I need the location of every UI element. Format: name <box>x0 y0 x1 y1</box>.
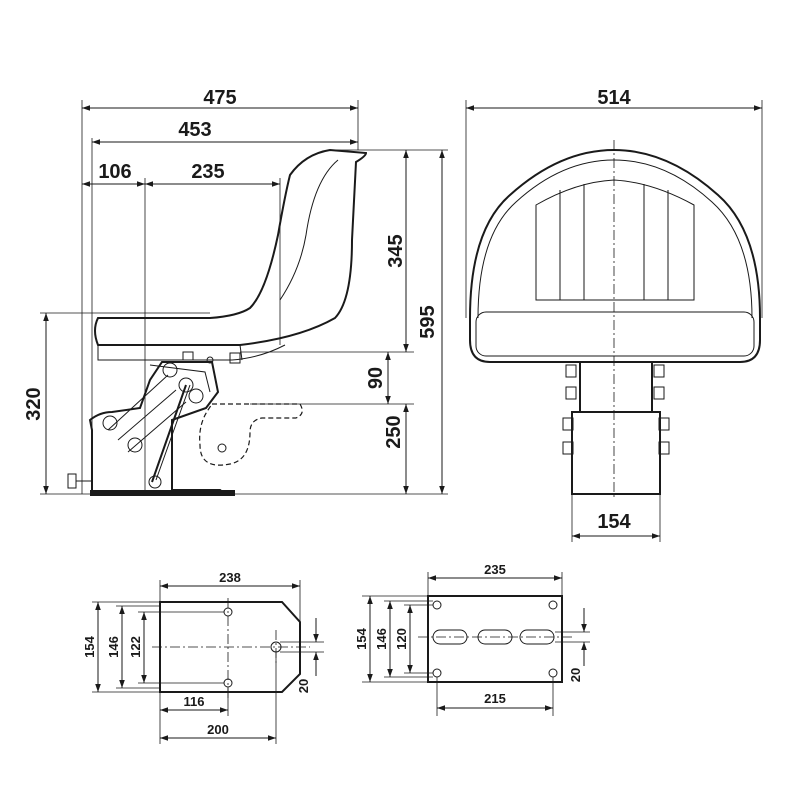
dim-plate-right-inner-width: 146 <box>374 628 389 650</box>
seat-shell <box>94 148 368 361</box>
dim-seat-depth: 453 <box>178 119 211 141</box>
backrest-front <box>469 140 761 500</box>
dim-front-offset: 106 <box>98 161 131 183</box>
front-view: 514 154 <box>465 87 763 542</box>
dim-plate-left-width: 154 <box>82 635 97 657</box>
side-view: 475 453 106 235 345 595 90 250 320 <box>23 87 448 496</box>
dim-seat-height: 320 <box>23 387 45 420</box>
dim-plate-left-hole-pitch: 122 <box>128 636 143 658</box>
dim-plate-left-slot-distance: 200 <box>207 722 229 737</box>
dim-pivot-offset: 235 <box>191 161 224 183</box>
dim-mount-height: 250 <box>383 415 405 448</box>
dim-plate-left-hole-spacing: 116 <box>184 694 205 709</box>
dim-backrest-height: 345 <box>385 234 407 267</box>
plate-left-dimension-lines <box>92 580 324 744</box>
dim-plate-left-inner-width: 146 <box>106 636 121 658</box>
dim-plate-right-offset: 20 <box>568 668 583 682</box>
plate-left: 238 116 200 154 146 122 20 <box>82 570 324 744</box>
dim-overall-height: 595 <box>417 305 439 338</box>
dim-backrest-width: 514 <box>597 87 631 109</box>
dim-plate-right-length: 235 <box>484 562 506 577</box>
dim-plate-left-length: 238 <box>219 570 241 585</box>
dim-plate-right-slot-pitch: 120 <box>394 628 409 650</box>
plate-right-dimension-lines <box>362 572 590 716</box>
side-dimension-labels: 475 453 106 235 345 595 90 250 320 <box>23 87 439 449</box>
dim-plate-left-offset: 20 <box>296 679 311 693</box>
suspension-mechanism <box>67 351 241 496</box>
alternate-position-outline <box>199 403 303 466</box>
dim-adjust-range: 90 <box>365 367 387 389</box>
front-dimension-lines <box>465 100 763 542</box>
plate-right: 235 215 154 146 120 20 <box>354 562 590 716</box>
seat-post <box>562 361 670 495</box>
dim-overall-width: 475 <box>203 87 236 109</box>
dim-plate-right-hole-spacing: 215 <box>484 691 506 706</box>
dim-post-width: 154 <box>597 511 631 533</box>
dim-plate-right-width: 154 <box>354 627 369 649</box>
side-dimension-lines <box>40 100 448 495</box>
